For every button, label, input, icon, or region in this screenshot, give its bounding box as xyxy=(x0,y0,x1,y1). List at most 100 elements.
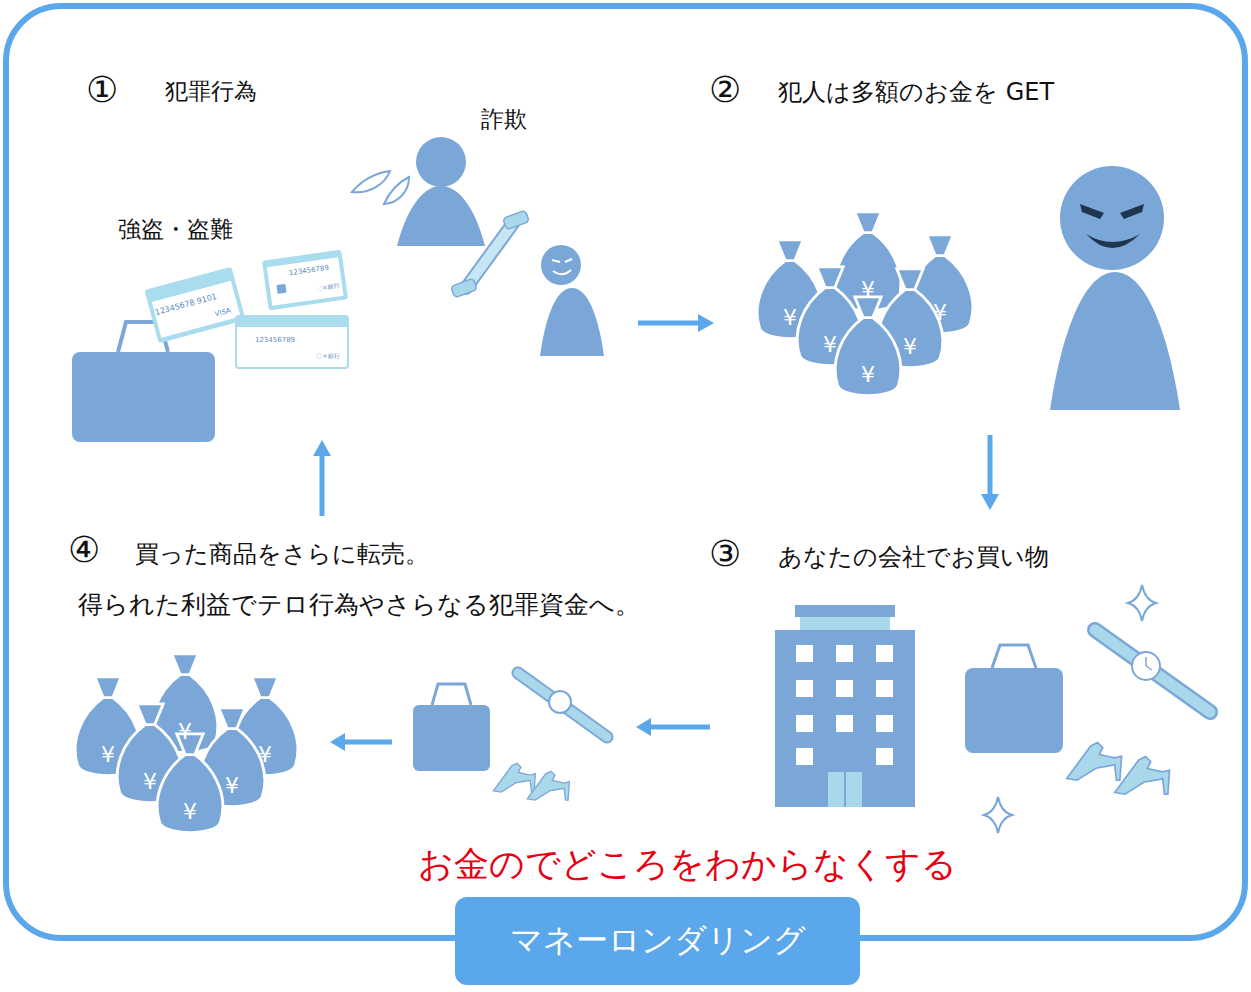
title-box: マネーロンダリング xyxy=(455,897,860,985)
yen-mark: ¥ xyxy=(178,721,192,743)
high-heels-part xyxy=(527,771,569,800)
emphasis-text: お金のでどころをわからなくする xyxy=(418,843,957,885)
victim-figure-part xyxy=(397,186,485,246)
high-heels-part xyxy=(1115,757,1170,795)
yen-mark: ¥ xyxy=(225,775,239,797)
callout-number: ② xyxy=(709,68,741,111)
victim-figure xyxy=(397,137,485,246)
wrist-watch-part xyxy=(518,673,607,737)
phone-receiver xyxy=(451,210,530,297)
credit-card-part xyxy=(236,316,348,368)
flow-arrow-part xyxy=(636,718,651,736)
note-label: 詐欺 xyxy=(481,106,527,134)
yen-mark: ¥ xyxy=(783,307,797,329)
flow-arrow-part xyxy=(345,740,392,745)
yen-mark: ¥ xyxy=(823,334,837,356)
office-building-part xyxy=(844,772,846,807)
high-heels xyxy=(493,763,569,800)
credit-card-part xyxy=(237,317,347,327)
card-brand: VISA xyxy=(214,308,231,319)
credit-card xyxy=(236,316,348,368)
flow-arrow-part xyxy=(638,321,700,326)
villain-figure-part xyxy=(1080,204,1104,219)
yen-mark: ¥ xyxy=(903,336,917,358)
phone-receiver-part xyxy=(503,210,530,229)
high-heels-part xyxy=(493,763,535,792)
money-bags-part xyxy=(835,297,901,396)
step-title: 買った商品をさらに転売。 xyxy=(135,540,429,569)
card-number: 123456789 xyxy=(289,265,330,278)
villain-figure-part xyxy=(1086,234,1140,248)
credit-card-part xyxy=(152,281,241,338)
office-building-part xyxy=(836,680,853,697)
box-text: マネーロンダリング xyxy=(510,919,806,963)
villain-figure xyxy=(1050,166,1180,410)
yen-mark: ¥ xyxy=(861,364,875,386)
office-building-part xyxy=(836,715,853,732)
bag-icon-part xyxy=(992,645,1036,668)
villain-figure-part xyxy=(1050,272,1180,410)
money-bags xyxy=(75,654,298,833)
credit-card-part xyxy=(144,267,245,343)
bank-name: 〇×銀行 xyxy=(316,353,339,359)
bag-icon xyxy=(413,684,490,771)
office-building-part xyxy=(876,645,893,662)
card-number: 12345678 9101 xyxy=(154,293,218,317)
bag-icon-part xyxy=(432,684,471,705)
office-building-part xyxy=(828,772,862,807)
wrist-watch-part xyxy=(518,673,607,737)
bag-icon xyxy=(965,645,1063,753)
office-building-part xyxy=(876,748,893,765)
tear-drops-part xyxy=(352,171,390,192)
wrist-watch xyxy=(518,673,607,737)
sparkle xyxy=(984,585,1156,833)
bag-icon-part xyxy=(72,352,215,442)
credit-card xyxy=(262,250,348,311)
credit-card-part xyxy=(262,250,348,311)
card-number: 123456789 xyxy=(255,337,295,344)
victim-figure-part xyxy=(416,137,466,187)
office-building-part xyxy=(876,715,893,732)
flow-arrow-part xyxy=(988,435,993,496)
outer-frame xyxy=(6,6,1245,938)
flow-arrow-part xyxy=(981,494,999,510)
office-building-part xyxy=(775,630,915,807)
wrist-watch-part xyxy=(549,691,571,713)
office-building-part xyxy=(796,680,813,697)
tear-drops xyxy=(352,171,409,204)
villain-figure-part xyxy=(1060,166,1164,270)
step-title: あなたの会社でお買い物 xyxy=(778,543,1049,572)
sparkle-part xyxy=(984,797,1012,833)
bank-name: 〇×銀行 xyxy=(316,282,340,291)
step-text: 得られた利益でテロ行為やさらなる犯罪資金へ。 xyxy=(78,590,640,620)
office-building xyxy=(775,605,915,807)
money-bags xyxy=(757,212,973,396)
flow-arrow-part xyxy=(313,440,331,456)
tear-drops-part xyxy=(384,177,409,204)
yen-mark: ¥ xyxy=(258,744,272,766)
high-heels xyxy=(1067,743,1170,795)
wrist-watch-part xyxy=(1146,657,1152,670)
wrist-watch-part xyxy=(1095,630,1210,712)
office-building-part xyxy=(796,645,813,662)
high-heels-part xyxy=(1067,743,1122,781)
scammer-figure-part xyxy=(552,260,560,262)
credit-card-part xyxy=(276,284,286,294)
scammer-figure-part xyxy=(565,259,572,262)
yen-mark: ¥ xyxy=(143,771,157,793)
office-building-part xyxy=(876,680,893,697)
villain-figure-part xyxy=(1120,204,1144,219)
office-building-part xyxy=(796,748,813,765)
credit-card xyxy=(144,267,245,343)
office-building-part xyxy=(796,715,813,732)
yen-mark: ¥ xyxy=(101,744,115,766)
scammer-figure-part xyxy=(540,288,604,356)
credit-card-part xyxy=(267,257,344,306)
step-title: 犯人は多額のお金を GET xyxy=(778,78,1054,107)
sparkle-part xyxy=(1128,585,1156,621)
flow-arrow-part xyxy=(698,314,714,332)
yen-mark: ¥ xyxy=(861,279,875,301)
scammer-figure-part xyxy=(541,245,581,285)
